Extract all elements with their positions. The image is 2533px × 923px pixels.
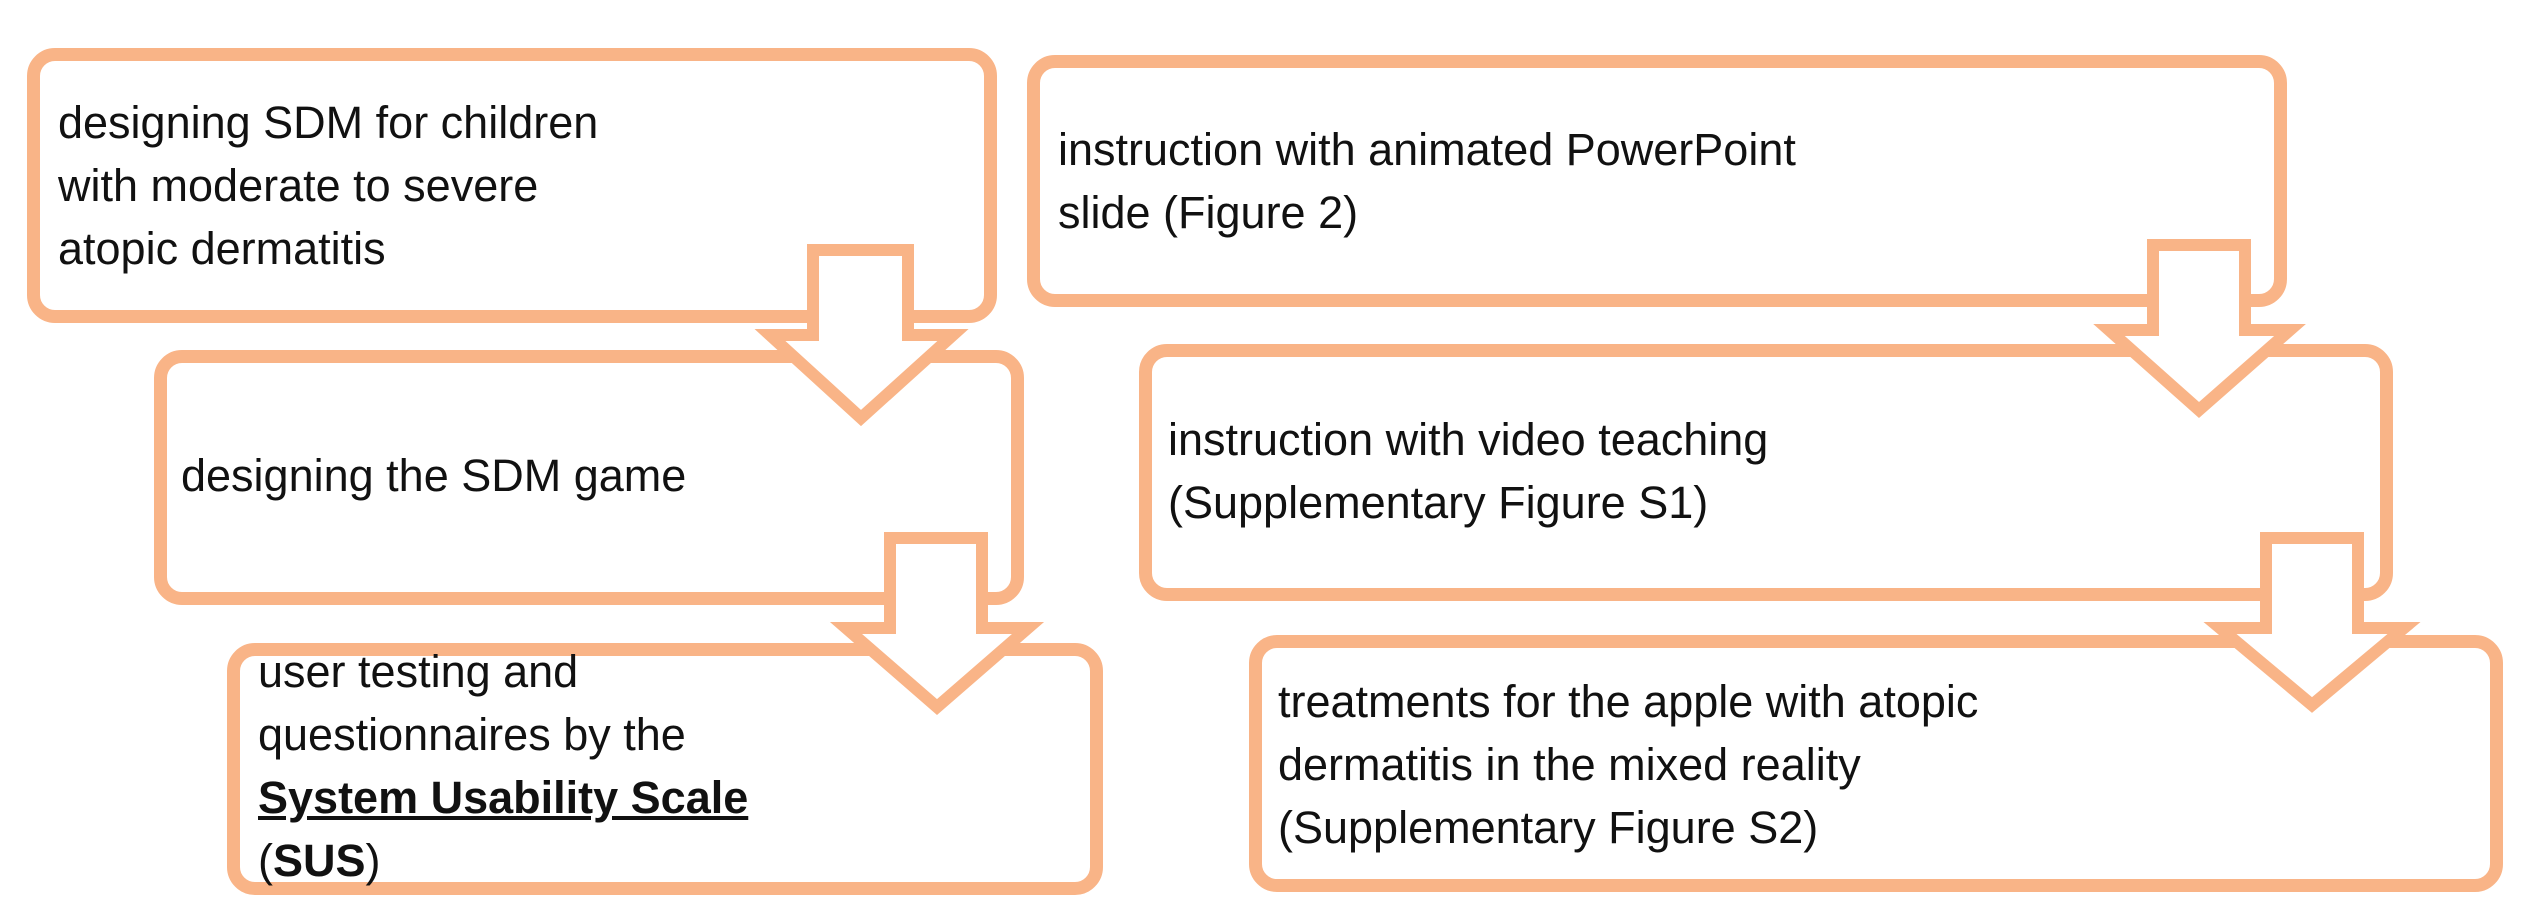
right-step-3-line: treatments for the apple with atopic — [1278, 676, 1979, 727]
arrow-left-2-to-3 — [829, 532, 1045, 715]
left-step-3-line: user testing and — [258, 646, 579, 697]
arrow-right-1-to-2 — [2093, 239, 2306, 419]
sus-paren-close: ) — [365, 835, 381, 886]
left-step-1-text: designing SDM for children with moderate… — [58, 91, 598, 280]
right-step-2-line: (Supplementary Figure S1) — [1168, 477, 1709, 528]
system-usability-scale-label: System Usability Scale — [258, 766, 748, 829]
right-step-3-line: (Supplementary Figure S2) — [1278, 802, 1819, 853]
right-step-2-line: instruction with video teaching — [1168, 414, 1769, 465]
left-step-1-line: with moderate to severe — [58, 160, 539, 211]
left-step-2-text: designing the SDM game — [181, 444, 686, 507]
right-step-1-line: slide (Figure 2) — [1058, 187, 1359, 238]
left-step-1-line: designing SDM for children — [58, 97, 599, 148]
left-step-2-line: designing the SDM game — [181, 450, 687, 501]
arrow-left-1-to-2 — [754, 244, 969, 427]
right-step-3-text: treatments for the apple with atopic der… — [1278, 670, 1978, 859]
sus-paren-open: ( — [258, 835, 273, 886]
right-step-1-line: instruction with animated PowerPoint — [1058, 124, 1796, 175]
right-step-1-box — [1027, 55, 2287, 307]
left-step-1-line: atopic dermatitis — [58, 223, 386, 274]
sus-abbreviation: SUS — [273, 835, 366, 886]
system-usability-scale-text: System Usability Scale — [258, 772, 749, 823]
right-step-3-line: dermatitis in the mixed reality — [1278, 739, 1861, 790]
right-step-1-text: instruction with animated PowerPoint sli… — [1058, 118, 1796, 244]
left-step-3-text: user testing and questionnaires by the S… — [258, 640, 748, 892]
right-step-2-text: instruction with video teaching (Supplem… — [1168, 408, 1768, 534]
left-step-3-line: questionnaires by the — [258, 709, 686, 760]
left-step-1-box — [27, 48, 997, 323]
arrow-right-2-to-3 — [2203, 532, 2421, 713]
sus-abbreviation-line: (SUS) — [258, 829, 748, 892]
